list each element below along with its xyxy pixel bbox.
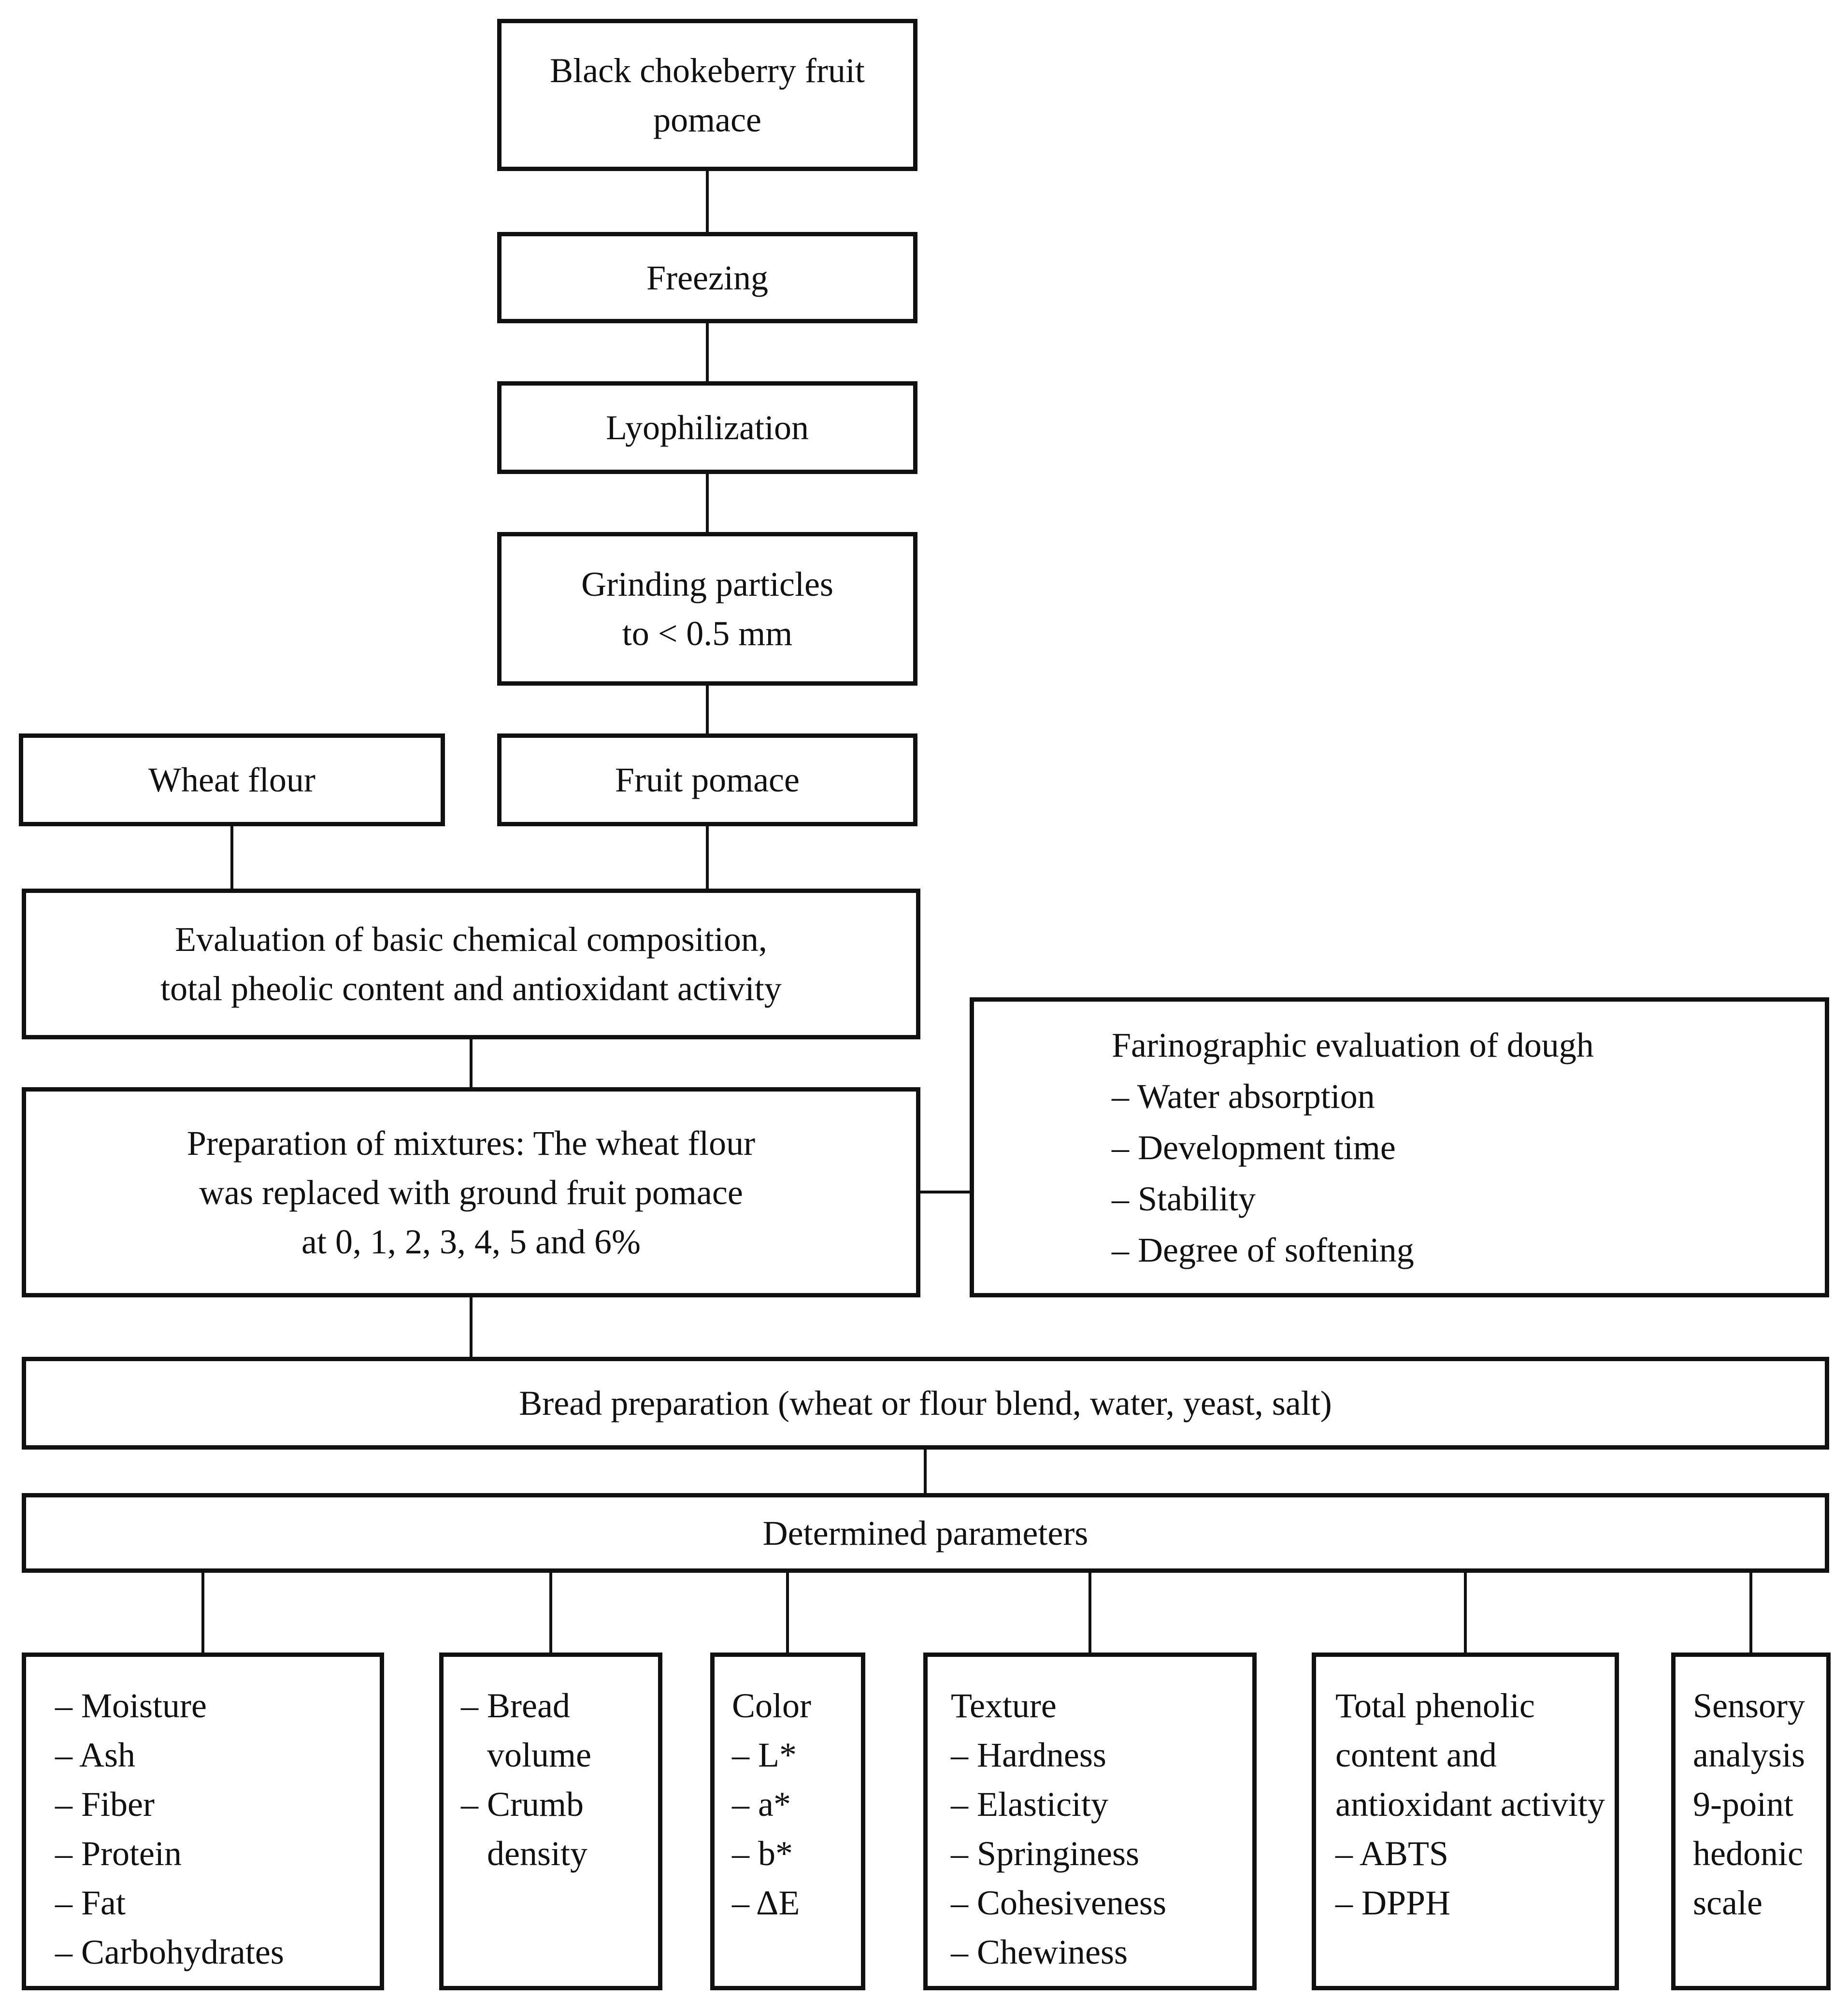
box-text-line: Preparation of mixtures: The wheat flour <box>186 1123 756 1163</box>
list-item: – DPPH <box>1335 1883 1451 1922</box>
box-text-line: Freezing <box>646 258 768 297</box>
box-freezing: Freezing <box>497 232 917 323</box>
box-farinographic-evaluation: Farinographic evaluation of dough – Wate… <box>970 997 1829 1297</box>
box-text-line: Determined parameters <box>762 1513 1089 1552</box>
box-text-line: Bread preparation (wheat or flour blend,… <box>519 1384 1332 1423</box>
box-phenolic-parameters: Total phenolic content and antioxidant a… <box>1312 1653 1619 1990</box>
connector-determined-sensory <box>1749 1573 1752 1653</box>
list-item: – Springiness <box>951 1834 1140 1873</box>
box-text-line: Grinding particles <box>581 565 833 604</box>
box-grinding: Grinding particles to < 0.5 mm <box>497 532 917 686</box>
list-item: – ABTS <box>1335 1834 1449 1873</box>
connector-preparation-farinographic <box>920 1191 970 1193</box>
connector-determined-color <box>786 1573 789 1653</box>
list-item: – Crumb density <box>461 1785 587 1873</box>
connector-determined-volume <box>549 1573 552 1653</box>
box-determined-parameters: Determined parameters <box>22 1493 1829 1573</box>
list-item: – Degree of softening <box>1112 1230 1414 1269</box>
box-texture-parameters: Texture – Hardness – Elasticity – Spring… <box>923 1653 1257 1990</box>
list-item: – Protein <box>55 1834 182 1873</box>
box-fruit-pomace: Fruit pomace <box>497 733 917 826</box>
connector-grinding-fruit-pomace <box>706 686 709 733</box>
list-item: – Moisture <box>55 1686 207 1725</box>
box-bread-preparation: Bread preparation (wheat or flour blend,… <box>22 1357 1829 1450</box>
list-item: – Carbohydrates <box>55 1933 284 1971</box>
box-title: Sensory analysis 9-point hedonic scale <box>1693 1686 1805 1922</box>
box-text-line: was replaced with ground fruit pomace <box>199 1173 743 1212</box>
connector-determined-texture <box>1089 1573 1091 1653</box>
list-item: – Stability <box>1112 1179 1256 1218</box>
box-sensory-analysis: Sensory analysis 9-point hedonic scale <box>1671 1653 1831 1990</box>
list-item: – Hardness <box>951 1736 1106 1774</box>
box-text-line: pomace <box>653 100 761 139</box>
connector-source-freezing <box>706 171 709 232</box>
box-text-line: Fruit pomace <box>615 761 800 799</box>
box-title: Farinographic evaluation of dough <box>1112 1025 1594 1064</box>
list-item: – Chewiness <box>951 1933 1128 1971</box>
list-item: – Cohesiveness <box>951 1883 1166 1922</box>
box-title: Total phenolic content and antioxidant a… <box>1335 1686 1605 1824</box>
box-preparation-of-mixtures: Preparation of mixtures: The wheat flour… <box>22 1087 920 1297</box>
list-item: – L* <box>732 1736 797 1774</box>
list-item: – Fiber <box>55 1785 155 1824</box>
list-item: – Elasticity <box>951 1785 1108 1824</box>
box-wheat-flour: Wheat flour <box>19 733 445 826</box>
list-item: – b* <box>732 1834 793 1873</box>
connector-lyophilization-grinding <box>706 474 709 532</box>
box-text-line: to < 0.5 mm <box>622 614 793 653</box>
connector-determined-chemical <box>201 1573 204 1653</box>
list-item: – a* <box>732 1785 791 1824</box>
box-title: Color <box>732 1686 812 1725</box>
box-text-line: Wheat flour <box>148 761 315 799</box>
box-black-chokeberry-fruit-pomace: Black chokeberry fruit pomace <box>497 19 917 171</box>
connector-preparation-bread <box>470 1297 473 1357</box>
connector-fruit-pomace-evaluation <box>706 826 709 889</box>
box-color-parameters: Color – L* – a* – b* – ΔE <box>710 1653 865 1990</box>
box-lyophilization: Lyophilization <box>497 381 917 474</box>
connector-freezing-lyophilization <box>706 323 709 381</box>
list-item: – Ash <box>55 1736 136 1774</box>
box-text-line: total pheolic content and antioxidant ac… <box>160 969 782 1008</box>
list-item: – Water absorption <box>1112 1077 1375 1116</box>
box-title: Texture <box>951 1686 1057 1725</box>
list-item: – Bread volume <box>461 1686 591 1774</box>
connector-wheat-flour-evaluation <box>230 826 233 889</box>
box-evaluation: Evaluation of basic chemical composition… <box>22 889 920 1039</box>
list-item: – ΔE <box>732 1883 800 1922</box>
list-item: – Development time <box>1112 1128 1396 1167</box>
box-text-line: Lyophilization <box>606 408 809 447</box>
box-text-line: Evaluation of basic chemical composition… <box>175 920 767 959</box>
list-item: – Fat <box>55 1883 126 1922</box>
box-bread-volume-parameters: – Bread volume – Crumb density <box>439 1653 662 1990</box>
box-chemical-parameters: – Moisture – Ash – Fiber – Protein – Fat… <box>22 1653 384 1990</box>
connector-bread-determined <box>924 1450 927 1493</box>
box-text-line: at 0, 1, 2, 3, 4, 5 and 6% <box>301 1222 641 1261</box>
box-text-line: Black chokeberry fruit <box>550 51 865 90</box>
connector-evaluation-preparation <box>470 1039 473 1087</box>
connector-determined-phenolic <box>1464 1573 1467 1653</box>
